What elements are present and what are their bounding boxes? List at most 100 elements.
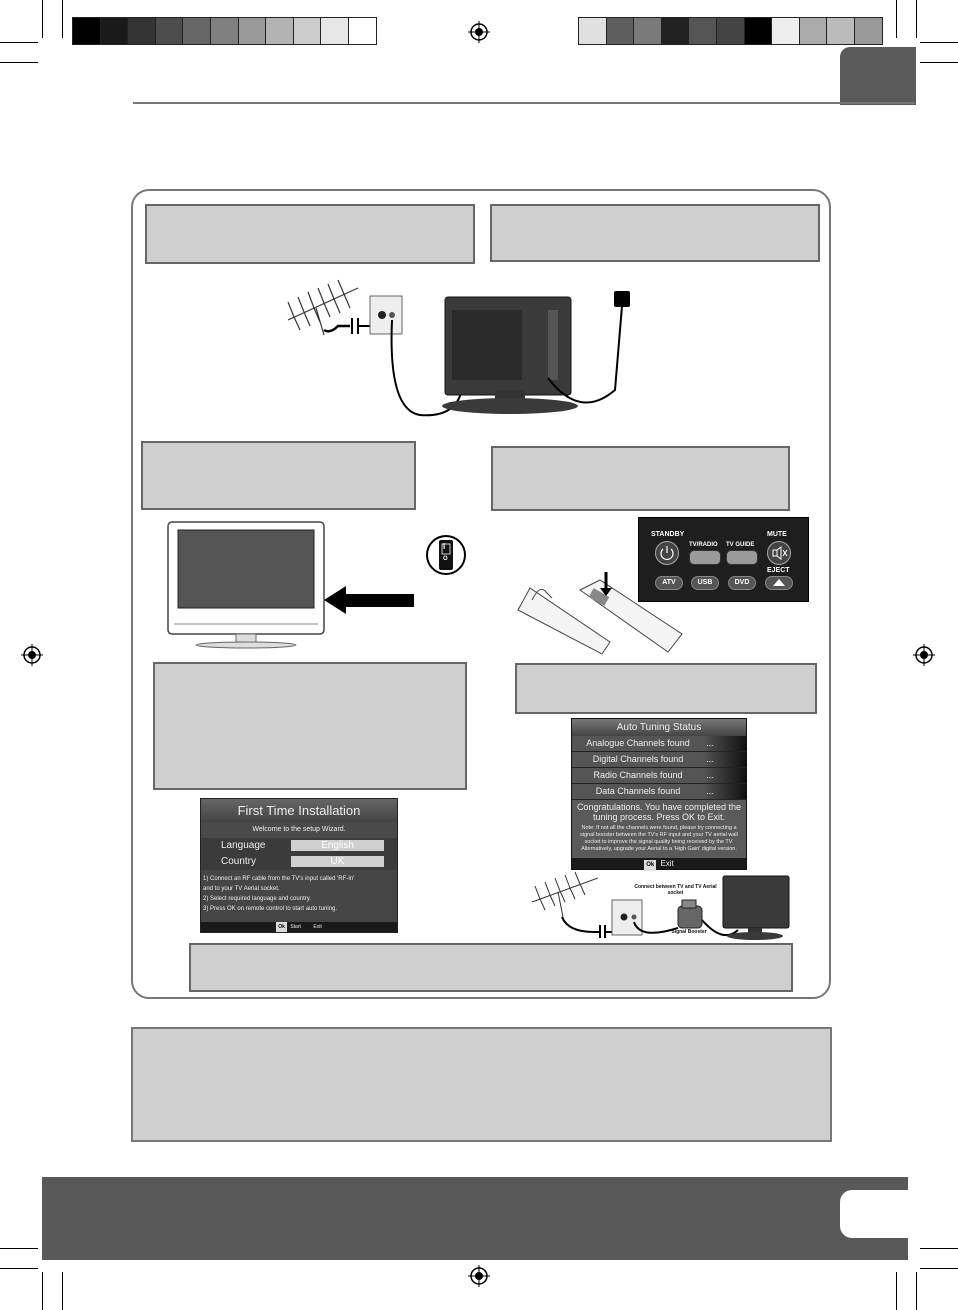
tv-guide-button[interactable]	[726, 550, 758, 565]
tv-radio-label: TV/RADIO	[689, 542, 718, 548]
color-swatch	[854, 17, 883, 45]
aerial-icon	[287, 279, 359, 336]
eject-icon	[773, 579, 785, 586]
header-rule	[133, 102, 915, 104]
channel-value: ...	[706, 786, 714, 796]
signal-booster-illustration	[531, 872, 790, 940]
mute-button[interactable]	[767, 541, 791, 565]
standby-button[interactable]	[655, 541, 679, 565]
color-swatch	[237, 17, 267, 45]
note-box	[131, 1027, 832, 1142]
color-swatch	[660, 17, 690, 45]
atv-label: ATV	[662, 579, 676, 586]
menu-footer: Ok Start Exit	[201, 922, 397, 932]
instruction-line: 3) Press OK on remote control to start a…	[203, 906, 338, 912]
color-swatch	[798, 17, 828, 45]
page-footer	[42, 1177, 908, 1260]
step-box-7	[189, 943, 793, 992]
country-value[interactable]: UK	[291, 856, 384, 867]
tv-back-icon	[442, 296, 578, 414]
color-swatch	[154, 17, 184, 45]
booster-name-label: Signal Booster	[671, 929, 707, 935]
registration-mark-icon	[21, 644, 43, 666]
color-swatch	[292, 17, 322, 45]
signal-booster-icon	[677, 899, 703, 929]
color-swatch	[320, 17, 349, 45]
booster-connect-label: Connect between TV and TV Aerial socket	[634, 884, 717, 896]
eject-label: EJECT	[767, 567, 790, 574]
color-swatch	[578, 17, 607, 45]
channel-row: Digital Channels found...	[572, 752, 746, 768]
step-box-5	[153, 662, 467, 790]
atv-button[interactable]: ATV	[655, 576, 683, 590]
color-swatch	[716, 17, 745, 45]
ok-badge: Ok	[644, 860, 657, 871]
power-icon	[660, 546, 674, 560]
channel-value: ...	[706, 770, 714, 780]
color-swatch	[605, 17, 635, 45]
exit-hint: Exit	[660, 859, 674, 868]
step-box-3	[141, 441, 416, 510]
remote-control-buttons: STANDBY TV/RADIO TV GUIDE MUTE EJECT ATV…	[638, 517, 809, 602]
country-label: Country	[221, 856, 257, 867]
registration-mark-icon	[468, 21, 490, 43]
usb-label: USB	[697, 579, 713, 586]
step-box-1	[145, 204, 475, 264]
menu-title: Auto Tuning Status	[572, 719, 746, 736]
setup-instructions: 1) Connect an RF cable from the TV's inp…	[201, 870, 397, 922]
instruction-line: 1) Connect an RF cable from the TV's inp…	[203, 876, 355, 882]
standby-label: STANDBY	[651, 531, 685, 538]
note-text: Note: If not all the channels were found…	[580, 825, 738, 852]
channel-label: Radio Channels found	[593, 770, 683, 780]
arrow-left-icon	[324, 586, 414, 614]
language-value[interactable]: English	[291, 840, 384, 851]
mute-icon	[772, 546, 788, 560]
language-row[interactable]: Language English	[201, 838, 397, 854]
power-switch-on-label: I	[443, 542, 446, 551]
channel-row: Radio Channels found...	[572, 768, 746, 784]
registration-mark-icon	[913, 644, 935, 666]
dvd-label: DVD	[734, 579, 750, 586]
step-box-2	[490, 204, 820, 262]
step-box-4	[491, 446, 790, 511]
ok-badge: Ok	[276, 922, 287, 932]
power-switch-icon	[426, 535, 466, 575]
exit-hint: Exit	[313, 924, 322, 930]
tv-back-icon	[722, 875, 790, 940]
usb-button[interactable]: USB	[691, 576, 719, 590]
channel-value: ...	[706, 754, 714, 764]
menu-title: First Time Installation	[201, 799, 397, 822]
power-plug-icon	[614, 291, 630, 307]
chapter-tab	[840, 47, 916, 105]
color-swatch	[633, 17, 662, 45]
completion-message: Congratulations. You have completed the …	[572, 800, 746, 860]
color-swatch	[72, 17, 101, 45]
color-swatch	[210, 17, 239, 45]
color-swatch	[826, 17, 855, 45]
color-swatch	[348, 17, 377, 45]
tv-guide-label: TV GUIDE	[726, 542, 755, 548]
registration-mark-icon	[468, 1265, 490, 1287]
menu-footer: Ok Exit	[572, 858, 746, 871]
aerial-connection-illustration	[287, 279, 630, 417]
language-label: Language	[221, 840, 266, 851]
channel-row: Analogue Channels found...	[572, 736, 746, 752]
first-time-installation-menu: First Time Installation Welcome to the s…	[200, 798, 398, 933]
channel-label: Analogue Channels found	[586, 738, 690, 748]
color-swatch	[688, 17, 717, 45]
eject-button[interactable]	[765, 576, 793, 590]
dvd-button[interactable]: DVD	[728, 576, 756, 590]
color-swatch	[743, 17, 773, 45]
channel-value: ...	[706, 738, 714, 748]
channel-label: Digital Channels found	[592, 754, 684, 764]
country-row[interactable]: Country UK	[201, 854, 397, 870]
color-swatch	[127, 17, 156, 45]
start-hint: Start	[290, 924, 301, 930]
page-number-tab	[840, 1190, 908, 1238]
welcome-text: Welcome to the setup Wizard.	[201, 822, 397, 838]
color-swatch	[182, 17, 211, 45]
remote-battery-illustration	[517, 572, 683, 655]
step-box-6	[515, 663, 817, 714]
mute-label: MUTE	[767, 531, 787, 538]
tv-radio-button[interactable]	[689, 550, 721, 565]
